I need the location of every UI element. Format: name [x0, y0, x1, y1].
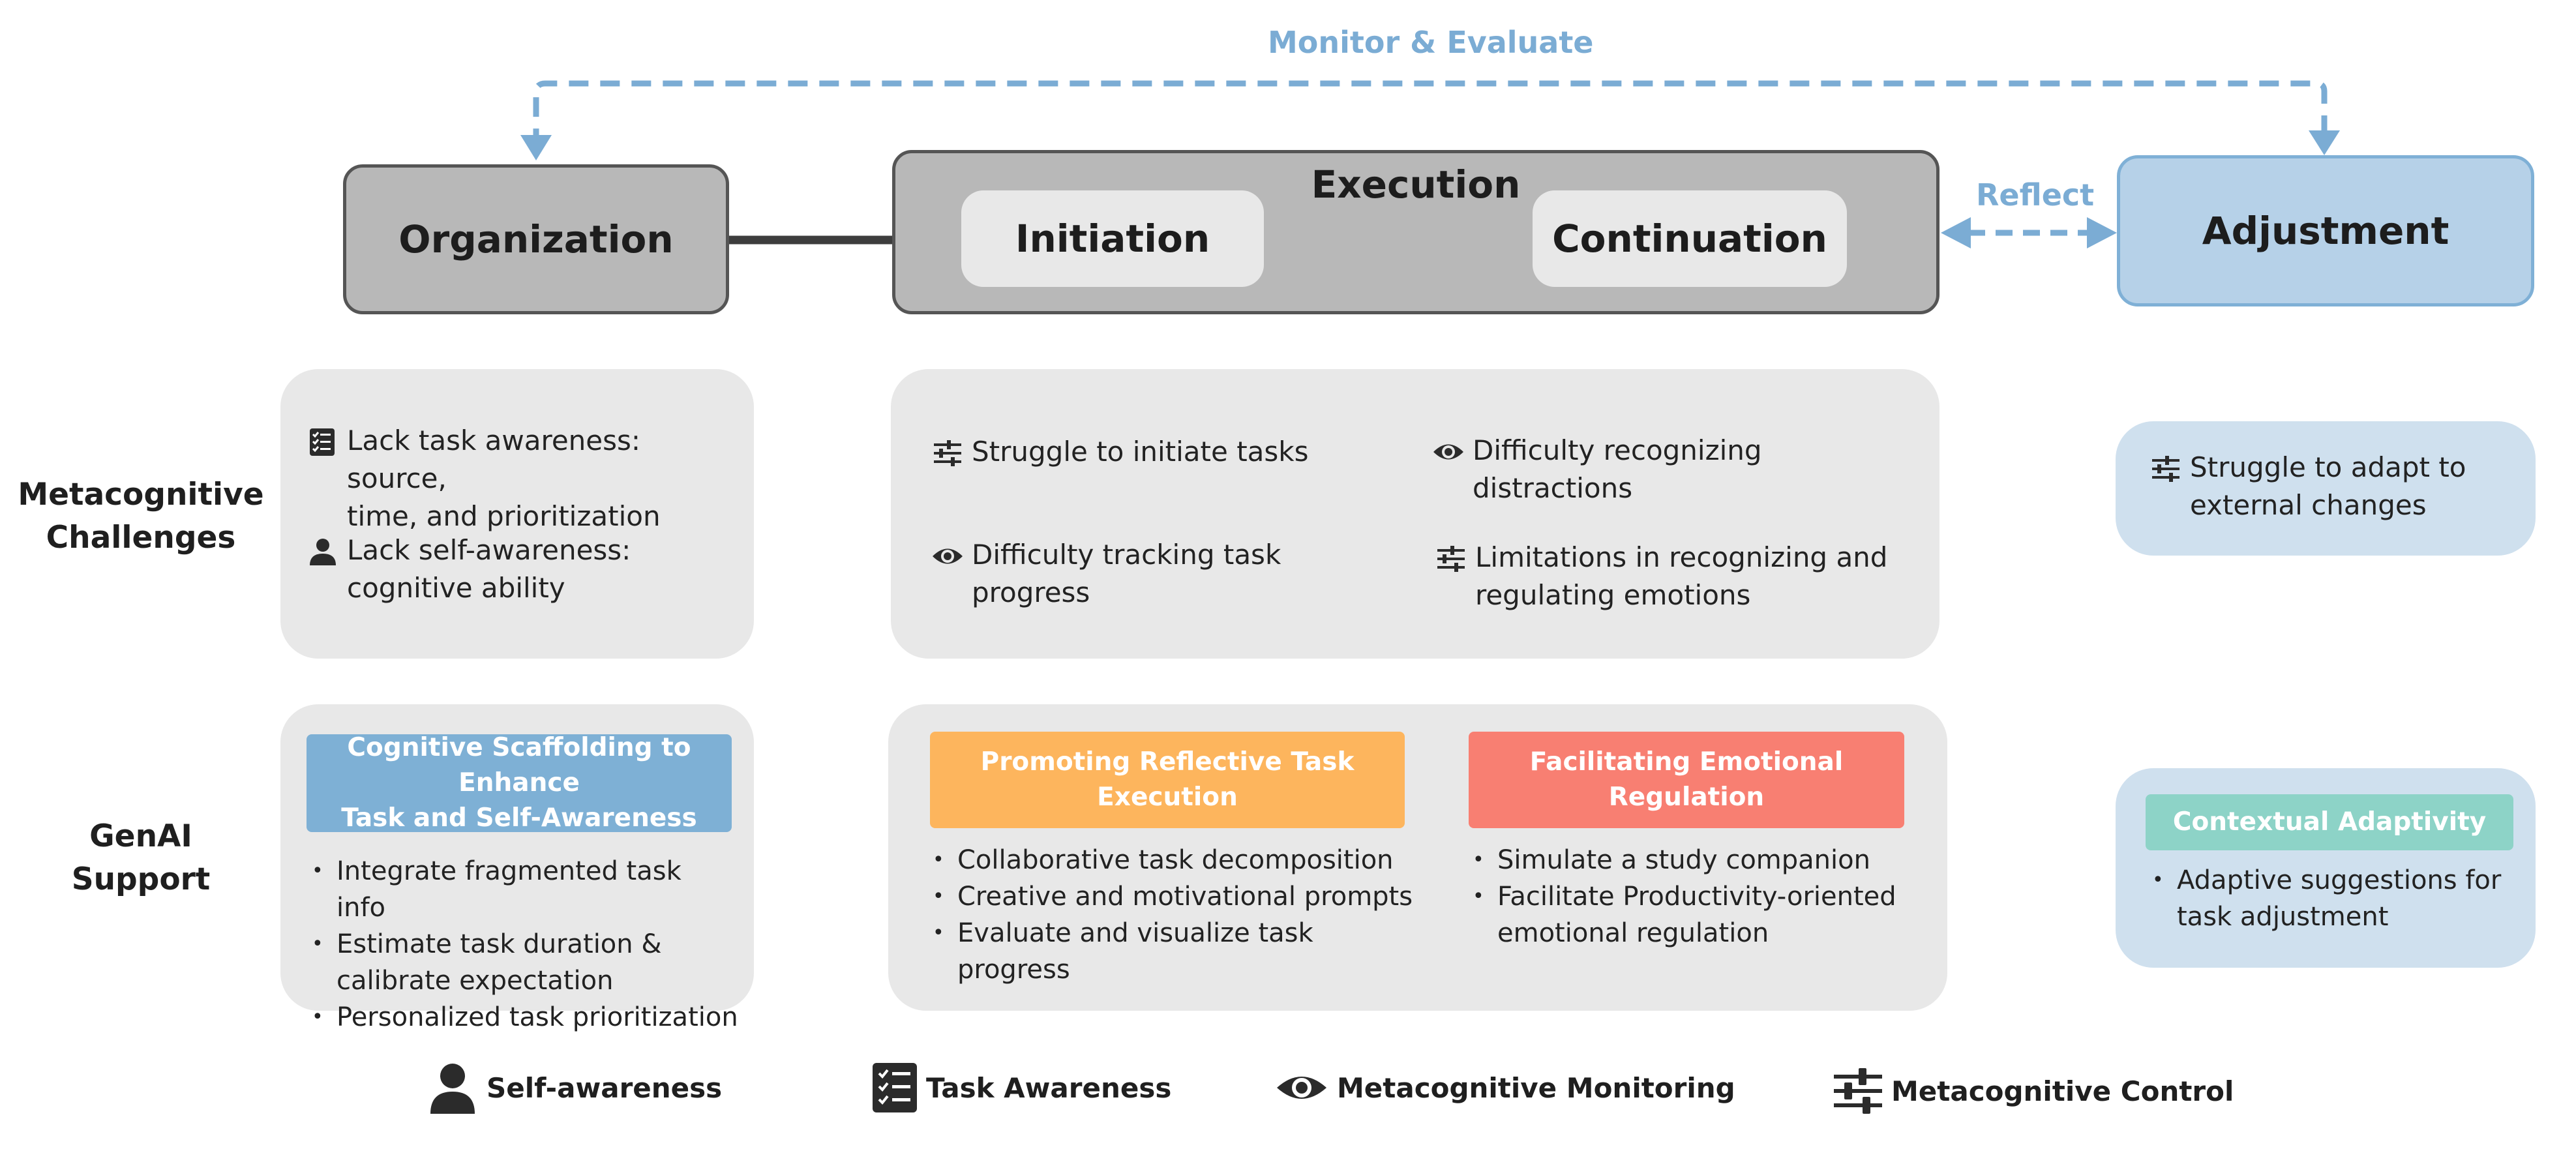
stage-initiation: Initiation: [961, 190, 1264, 287]
stage-adjustment: Adjustment: [2117, 155, 2534, 306]
row-header-support-line1: GenAI: [89, 818, 192, 854]
list-item-line1: Estimate task duration &: [337, 929, 662, 959]
challenge-initiate-tasks-line1: Struggle to initiate tasks: [972, 436, 1309, 468]
monitor-evaluate-loop: [533, 80, 2328, 136]
task-awareness-icon: [873, 1063, 917, 1112]
stage-organization: Organization: [343, 164, 729, 314]
stage-initiation-label: Initiation: [1015, 216, 1210, 261]
task-awareness-icon: [310, 428, 335, 456]
list-item: Personalized task prioritization: [308, 999, 738, 1036]
monitor-arrowhead-left: [520, 135, 552, 160]
row-header-challenges-line2: Challenges: [46, 520, 236, 556]
legend-metacognitive-control-label: Metacognitive Control: [1891, 1075, 2234, 1107]
challenge-self-awareness-line1: Lack self-awareness:: [347, 534, 631, 566]
list-item: Simulate a study companion: [1469, 842, 1925, 878]
challenge-adapt-changes: Struggle to adapt to external changes: [2149, 449, 2515, 524]
legend-task-awareness-label: Task Awareness: [926, 1071, 1172, 1104]
challenge-regulating-emotions-line2: regulating emotions: [1475, 579, 1751, 611]
stage-continuation-label: Continuation: [1552, 216, 1827, 261]
monitor-evaluate-label: Monitor & Evaluate: [1268, 25, 1594, 60]
metacognitive-monitoring-icon: [933, 548, 963, 564]
list-item-line2: emotional regulation: [1497, 918, 1769, 948]
challenges-panel-execution: [891, 369, 1939, 659]
stage-continuation: Continuation: [1533, 190, 1847, 287]
challenges-panel-adjustment: [2116, 421, 2536, 556]
challenge-regulating-emotions-line1: Limitations in recognizing and: [1475, 541, 1888, 573]
challenge-self-awareness: Lack self-awareness: cognitive ability: [307, 531, 737, 607]
reflect-arrowhead-left: [1941, 217, 1971, 248]
challenge-tracking-progress: Difficulty tracking task progress: [931, 536, 1388, 612]
monitor-arrowhead-right: [2309, 130, 2340, 155]
row-header-support-line2: Support: [71, 861, 211, 897]
challenge-recognizing-distractions-line1: Difficulty recognizing distractions: [1473, 434, 1762, 504]
challenge-task-awareness: Lack task awareness: source, time, and p…: [307, 422, 737, 535]
row-header-challenges-line1: Metacognitive: [18, 477, 264, 513]
metacognitive-control-icon: [1834, 1068, 1882, 1114]
stage-adjustment-label: Adjustment: [2202, 209, 2449, 253]
metacognitive-control-icon: [934, 440, 961, 466]
challenge-tracking-progress-line1: Difficulty tracking task progress: [972, 539, 1281, 608]
list-item-line2: task adjustment: [2177, 902, 2389, 932]
legend-self-awareness-label: Self-awareness: [487, 1071, 723, 1104]
list-item-line1: Facilitate Productivity-oriented: [1497, 882, 1896, 912]
list-item: Estimate task duration & calibrate expect…: [308, 926, 738, 999]
challenge-adapt-changes-line2: external changes: [2190, 489, 2427, 521]
challenges-panel-organization: [280, 369, 754, 659]
legend-metacognitive-control: Metacognitive Control: [1834, 1068, 2234, 1114]
reflect-arrowhead-right: [2087, 217, 2117, 248]
legend-self-awareness: Self-awareness: [428, 1062, 722, 1114]
metacognitive-control-icon: [1437, 546, 1465, 572]
support-banner-emotional-regulation: Facilitating Emotional Regulation: [1469, 732, 1904, 828]
list-item-line1: Adaptive suggestions for: [2177, 865, 2502, 895]
challenge-task-awareness-line2: time, and prioritization: [347, 500, 661, 532]
support-list-organization: Integrate fragmented task info Estimate …: [308, 853, 738, 1036]
challenge-task-awareness-line1: Lack task awareness: source,: [347, 425, 641, 494]
reflect-label: Reflect: [1976, 177, 2095, 213]
challenge-initiate-tasks: Struggle to initiate tasks: [931, 433, 1388, 471]
list-item: Facilitate Productivity-oriented emotiona…: [1469, 878, 1925, 951]
stage-execution-label: Execution: [1311, 162, 1521, 207]
support-banner-contextual-adaptivity-label: Contextual Adaptivity: [2172, 807, 2487, 837]
legend-metacognitive-monitoring-label: Metacognitive Monitoring: [1337, 1071, 1735, 1104]
metacognitive-monitoring-icon: [1277, 1077, 1326, 1099]
support-list-emotional: Simulate a study companion Facilitate Pr…: [1469, 842, 1925, 951]
list-item: Adaptive suggestions for task adjustment: [2148, 862, 2513, 935]
support-banner-reflective-execution-label: Promoting Reflective Task Execution: [980, 747, 1355, 812]
stage-organization-label: Organization: [398, 217, 674, 261]
list-item: Creative and motivational prompts: [929, 878, 1424, 915]
self-awareness-icon: [310, 539, 336, 565]
self-awareness-icon: [430, 1064, 475, 1114]
challenge-adapt-changes-line1: Struggle to adapt to: [2190, 451, 2466, 483]
list-item-line2: calibrate expectation: [337, 966, 614, 996]
support-banner-cognitive-scaffolding-line2: Task and Self-Awareness: [341, 803, 697, 833]
list-item: Evaluate and visualize task progress: [929, 915, 1424, 988]
support-list-reflective: Collaborative task decomposition Creativ…: [929, 842, 1424, 988]
support-banner-contextual-adaptivity: Contextual Adaptivity: [2146, 794, 2513, 850]
list-item: Integrate fragmented task info: [308, 853, 738, 926]
metacognitive-monitoring-icon: [1433, 444, 1463, 460]
legend-task-awareness: Task Awareness: [873, 1063, 1171, 1112]
row-header-support: GenAI Support: [4, 815, 278, 901]
support-list-adjustment: Adaptive suggestions for task adjustment: [2148, 862, 2513, 935]
row-header-challenges: Metacognitive Challenges: [4, 473, 278, 560]
support-banner-emotional-regulation-label: Facilitating Emotional Regulation: [1529, 747, 1844, 812]
list-item: Collaborative task decomposition: [929, 842, 1424, 878]
support-banner-cognitive-scaffolding-line1: Cognitive Scaffolding to Enhance: [347, 733, 691, 798]
challenge-regulating-emotions: Limitations in recognizing and regulatin…: [1435, 539, 1930, 614]
challenge-self-awareness-line2: cognitive ability: [347, 572, 565, 604]
legend-metacognitive-monitoring: Metacognitive Monitoring: [1276, 1069, 1735, 1106]
metacognitive-control-icon: [2152, 456, 2179, 482]
challenge-recognizing-distractions: Difficulty recognizing distractions: [1432, 432, 1928, 507]
support-banner-reflective-execution: Promoting Reflective Task Execution: [930, 732, 1405, 828]
support-banner-cognitive-scaffolding: Cognitive Scaffolding to Enhance Task an…: [307, 733, 732, 833]
